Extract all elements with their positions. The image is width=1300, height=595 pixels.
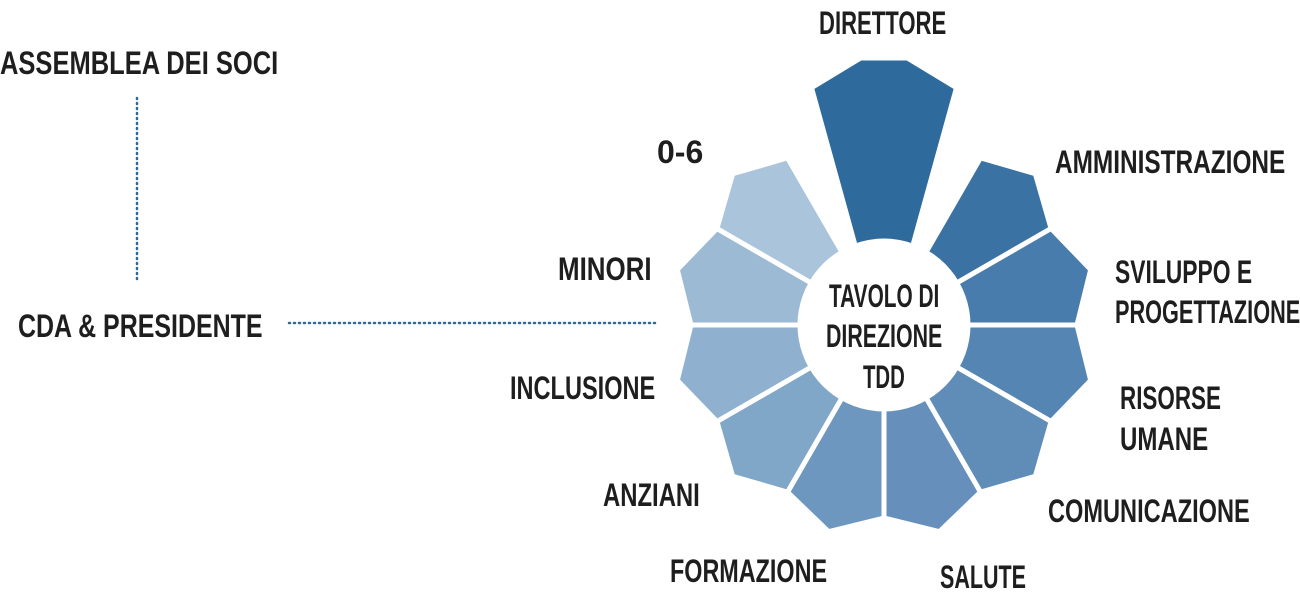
label-inclusione: INCLUSIONE (510, 370, 656, 406)
label-risorse-line1: RISORSE (1120, 380, 1221, 416)
board-label: CDA & PRESIDENTE (18, 308, 263, 344)
label-sviluppo-line1: SVILUPPO E (1115, 254, 1253, 290)
label-formazione: FORMAZIONE (670, 553, 828, 589)
center-title-line2: DIREZIONE (826, 318, 943, 354)
label-direttore: DIRETTORE (819, 5, 947, 41)
petal-amministrazione (923, 155, 1054, 286)
label-comunicazione: COMUNICAZIONE (1048, 493, 1250, 529)
petal-minori (674, 226, 814, 328)
center-circle (802, 243, 966, 407)
label-sviluppo-line2: PROGETTAZIONE (1115, 294, 1300, 330)
center-title-line1: TAVOLO DI (829, 278, 940, 314)
label-amministrazione: AMMINISTRAZIONE (1055, 144, 1286, 180)
petal-formazione (785, 395, 887, 535)
petal-sviluppo-progettazione (954, 226, 1094, 328)
petal-comunicazione (923, 364, 1054, 495)
petal-anziani (714, 364, 845, 495)
label-minori: MINORI (558, 251, 652, 287)
label-salute: SALUTE (940, 559, 1027, 595)
center-title-line3: TDD (863, 359, 905, 395)
label-anziani: ANZIANI (603, 477, 700, 513)
petal-inclusione (674, 322, 814, 424)
label-0-6: 0-6 (657, 134, 704, 170)
label-risorse-line2: UMANE (1120, 421, 1209, 457)
petal-group (674, 55, 1094, 535)
assembly-label: ASSEMBLEA DEI SOCI (0, 45, 279, 81)
petal-salute (881, 395, 983, 535)
petal-risorse-umane (954, 322, 1094, 424)
petal-direttore (809, 55, 959, 249)
petal-zero-sei (714, 155, 845, 286)
